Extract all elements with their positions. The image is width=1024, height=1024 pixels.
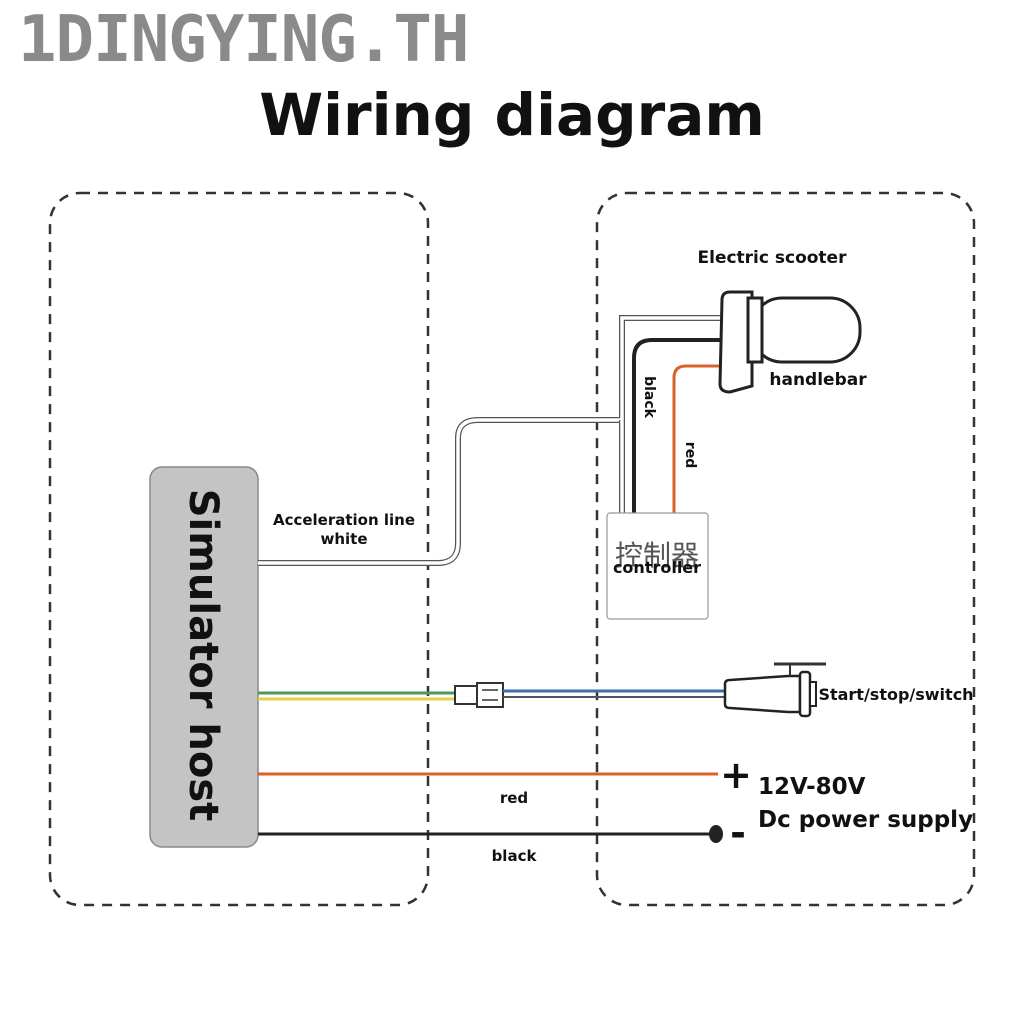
handlebar-grip [718,290,862,394]
handlebar-label: handlebar [769,370,867,390]
red-line-label: red [500,789,528,807]
black-line-label: black [492,847,538,865]
voltage-label: 12V-80V [758,774,866,800]
red-wire-label: red [682,442,698,468]
red-handlebar-wire [672,364,722,515]
scooter-panel [595,191,976,907]
simulator-host-box [149,466,259,848]
acceleration-line-label: Acceleration line [273,511,415,529]
electric-scooter-label: Electric scooter [698,248,848,268]
acceleration-color-label: white [320,530,367,548]
switch-connector [454,682,504,708]
watermark: 1DINGYING.TH [18,3,469,77]
simulator-panel [48,191,430,907]
simulator-host-label: Simulator host [180,489,226,822]
power-plus-symbol: + [720,753,752,797]
power-supply-label: Dc power supply [758,807,973,833]
diagram-title: Wiring diagram [259,81,765,149]
acceleration-wire [258,316,725,565]
controller-box [606,512,709,620]
controller-cn-label: 控制器 [615,539,699,572]
power-minus-symbol: - [730,811,746,855]
black-power-terminal [709,825,723,843]
black-handlebar-wire [632,338,725,515]
controller-label: controller [613,558,701,577]
start-stop-switch-label: Start/stop/switch [818,685,973,704]
switch-button [723,662,826,718]
black-wire-label: black [641,376,657,419]
